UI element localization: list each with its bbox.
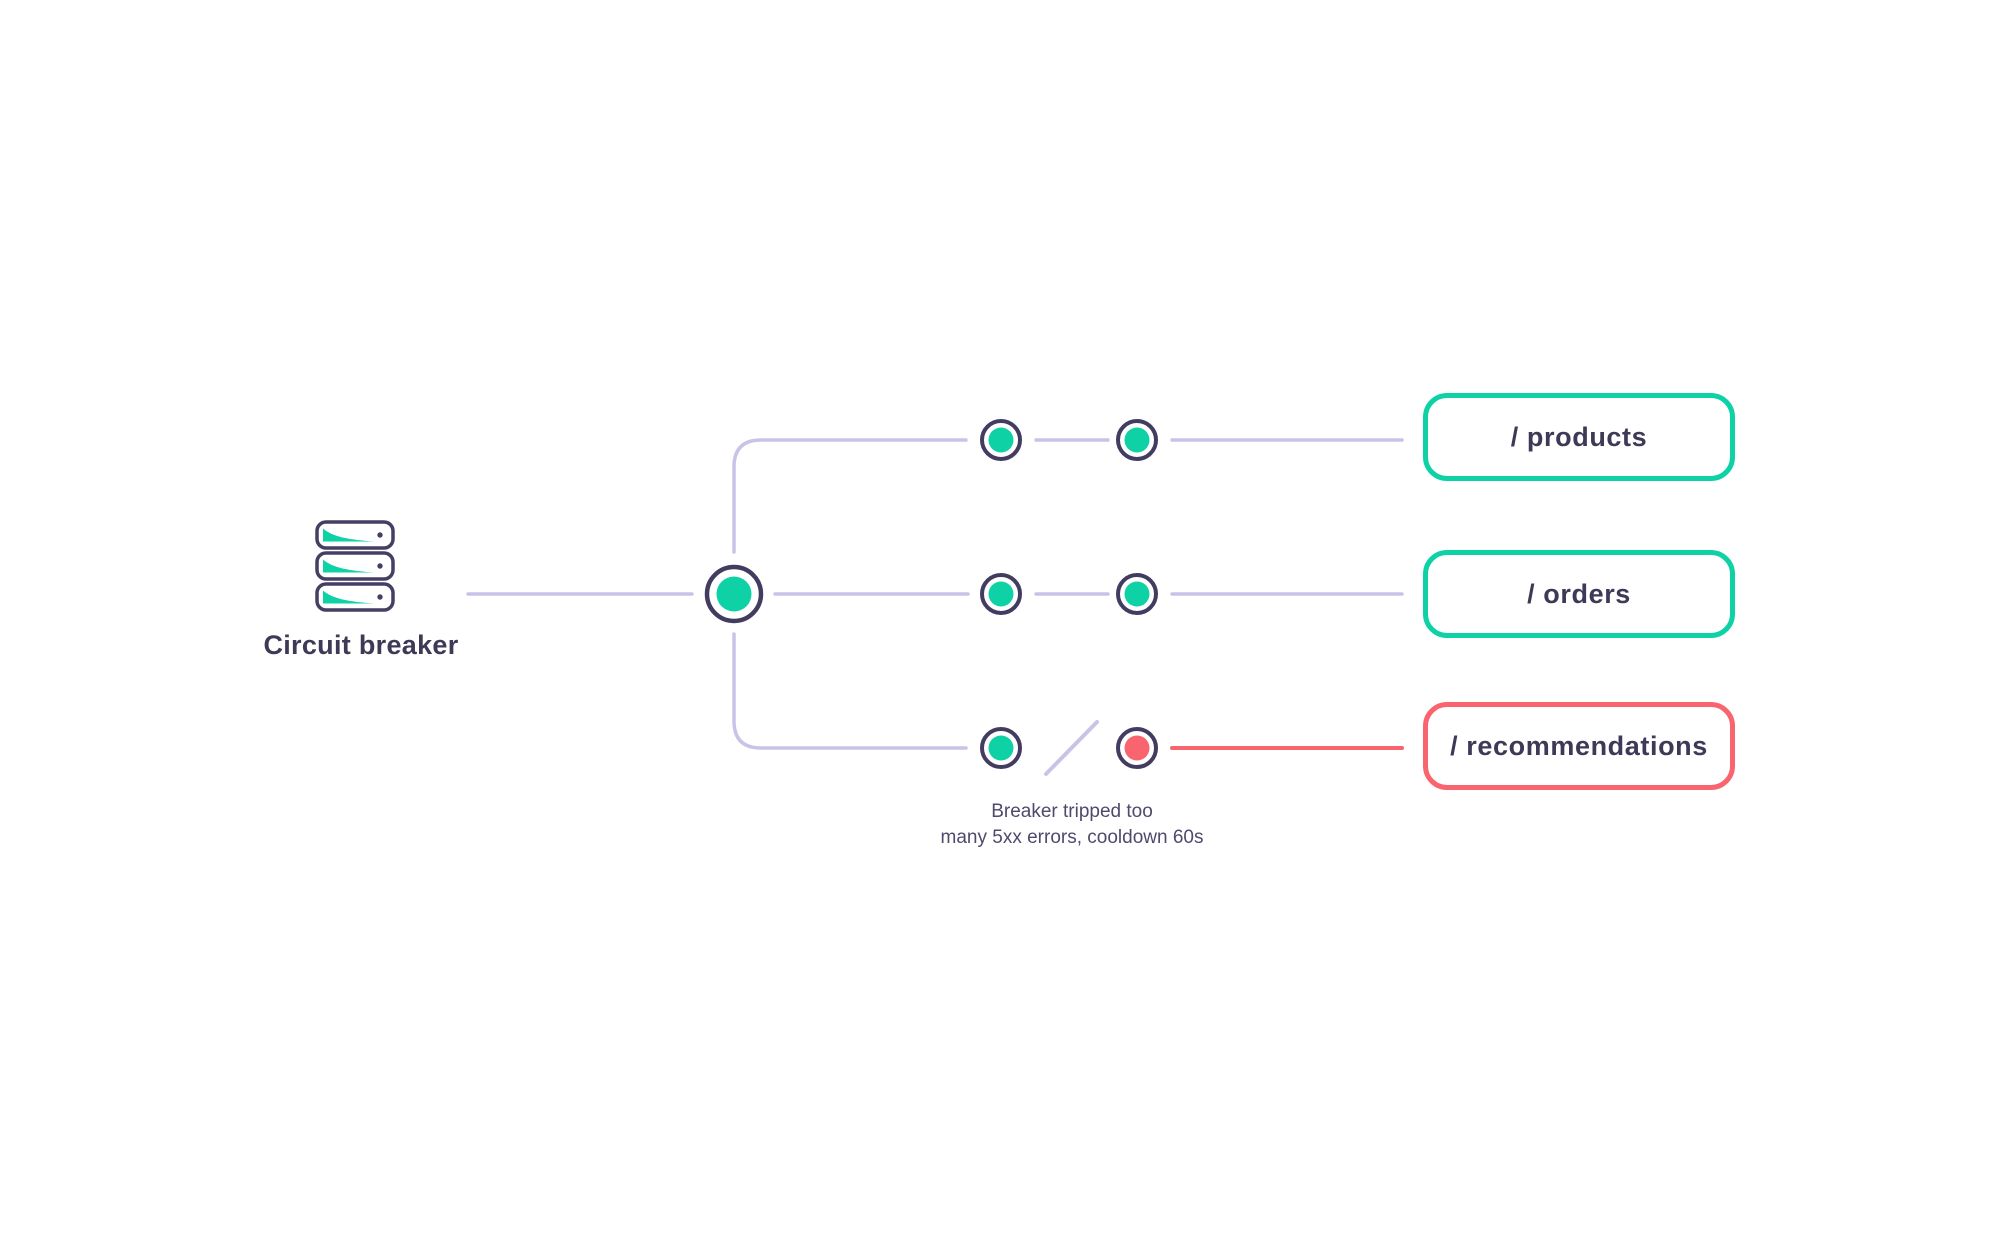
row1-node-a-healthy xyxy=(980,419,1022,461)
row3-node-b-tripped xyxy=(1116,727,1158,769)
caption-line-2: many 5xx errors, cooldown 60s xyxy=(940,827,1204,848)
led-dot xyxy=(377,532,383,538)
source-label: Circuit breaker xyxy=(263,630,459,660)
route-box-orders: / orders xyxy=(1423,550,1735,638)
row2-node-b-healthy xyxy=(1116,573,1158,615)
led-dot xyxy=(377,563,383,569)
route-box-recommendations: / recommendations xyxy=(1423,702,1735,790)
route-label-products: / products xyxy=(1510,421,1648,452)
route-label-orders: / orders xyxy=(1527,578,1631,609)
connector-branch-top xyxy=(732,438,968,554)
sparkline-wedge xyxy=(323,559,375,573)
open-switch-slash-icon xyxy=(1044,720,1099,776)
row2-node-a-healthy xyxy=(980,573,1022,615)
server-bar-1 xyxy=(315,520,395,550)
server-bar-2 xyxy=(315,551,395,581)
server-rack-icon xyxy=(315,520,395,612)
row3-node-a-healthy xyxy=(980,727,1022,769)
sparkline-wedge xyxy=(323,590,375,604)
led-dot xyxy=(377,594,383,600)
server-bar-3 xyxy=(315,582,395,612)
sparkline-wedge xyxy=(323,528,375,542)
breaker-tripped-caption: Breaker tripped too many 5xx errors, coo… xyxy=(920,799,1224,851)
route-box-products: / products xyxy=(1423,393,1735,481)
hub-node-healthy xyxy=(704,564,764,624)
caption-line-1: Breaker tripped too xyxy=(991,801,1153,822)
route-label-recommendations: / recommendations xyxy=(1450,730,1708,761)
connector-branch-bottom xyxy=(732,632,968,750)
row1-node-b-healthy xyxy=(1116,419,1158,461)
